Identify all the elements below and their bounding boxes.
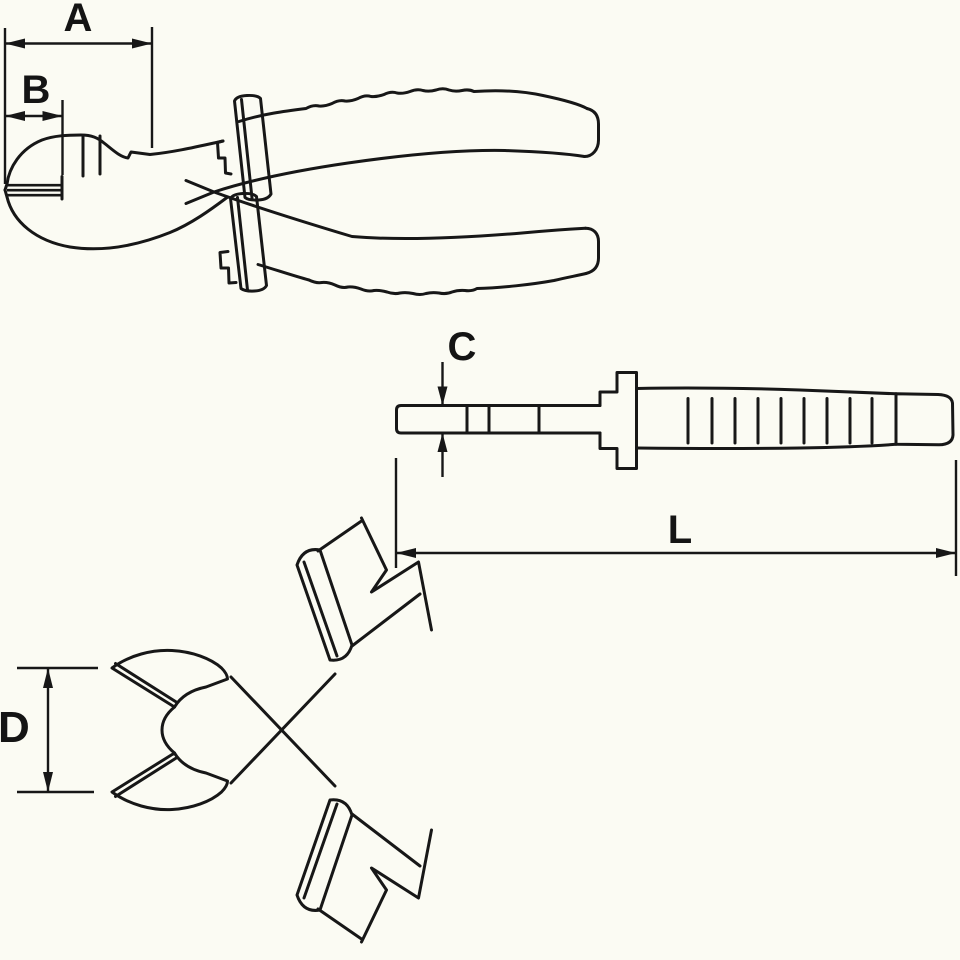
front-view-pliers-open (110, 516, 433, 944)
head-top-outline (3, 133, 225, 192)
dimension-c: C (437, 325, 477, 477)
dimension-c-label: C (448, 325, 477, 369)
side-guard (598, 371, 638, 470)
front-upper-stub-edge (316, 519, 363, 553)
lower-handle-grip-edge (256, 263, 588, 296)
front-upper-stub-edge (350, 592, 422, 648)
dimension-d-arrow-top (43, 668, 53, 688)
front-neck-edge-lower-to-upper (229, 672, 337, 785)
front-upper-guard-inner-line (302, 560, 339, 658)
lower-handle-top-edge (184, 179, 587, 240)
dimension-a-arrow-left (5, 38, 25, 49)
front-jaw-throat (160, 705, 176, 755)
dimension-a-arrow-right (132, 38, 152, 49)
front-lower-jaw-bevel-line (114, 756, 179, 798)
dimension-c-arrow-top (437, 386, 448, 406)
dimension-b-label: B (22, 68, 51, 112)
dimension-a-label: A (64, 0, 93, 40)
side-handle-bottom-edge (635, 442, 898, 450)
dimension-l: L (394, 458, 958, 576)
lower-guard-flange-inner-line (236, 196, 249, 292)
side-handle-end-cap (894, 392, 955, 447)
side-view-pliers (395, 371, 955, 470)
dimension-l-arrow-right (936, 548, 956, 558)
top-view-pliers-closed (3, 87, 600, 296)
lower-guard-step (218, 250, 238, 285)
side-handle-top-edge (635, 386, 898, 396)
dimension-d: D (0, 666, 98, 794)
upper-handle-end-cap (583, 107, 600, 158)
front-upper-break-line (360, 516, 433, 632)
dimension-l-arrow-left (396, 548, 416, 558)
dimension-a: A (3, 0, 154, 184)
front-lower-stub-edge (350, 812, 422, 868)
front-lower-break-line (360, 828, 433, 944)
head-bottom-outline (3, 188, 229, 251)
dimension-c-arrow-bottom (437, 433, 448, 452)
dimension-l-label: L (668, 508, 692, 552)
dimension-b: B (5, 68, 64, 175)
lower-handle-end-cap (584, 226, 600, 275)
front-upper-jaw-bevel-line (114, 662, 179, 704)
upper-guard-step (216, 139, 233, 176)
dimension-b-arrow-right (42, 111, 63, 121)
upper-handle-bottom-edge (184, 148, 586, 205)
front-upper-jaw (110, 648, 229, 709)
front-lower-jaw (110, 751, 229, 812)
dimension-b-arrow-left (5, 111, 25, 121)
side-head-strip (395, 404, 602, 435)
upper-handle-grip-edge (237, 87, 589, 123)
front-lower-guard-inner-line (302, 802, 339, 900)
dimension-d-label: D (0, 703, 30, 752)
front-lower-stub-edge (316, 907, 363, 941)
front-neck-edge-upper-to-lower (229, 675, 337, 788)
upper-guard-flange (233, 93, 273, 202)
dimension-d-arrow-bottom (43, 772, 53, 792)
upper-guard-flange-inner-line (240, 98, 254, 200)
